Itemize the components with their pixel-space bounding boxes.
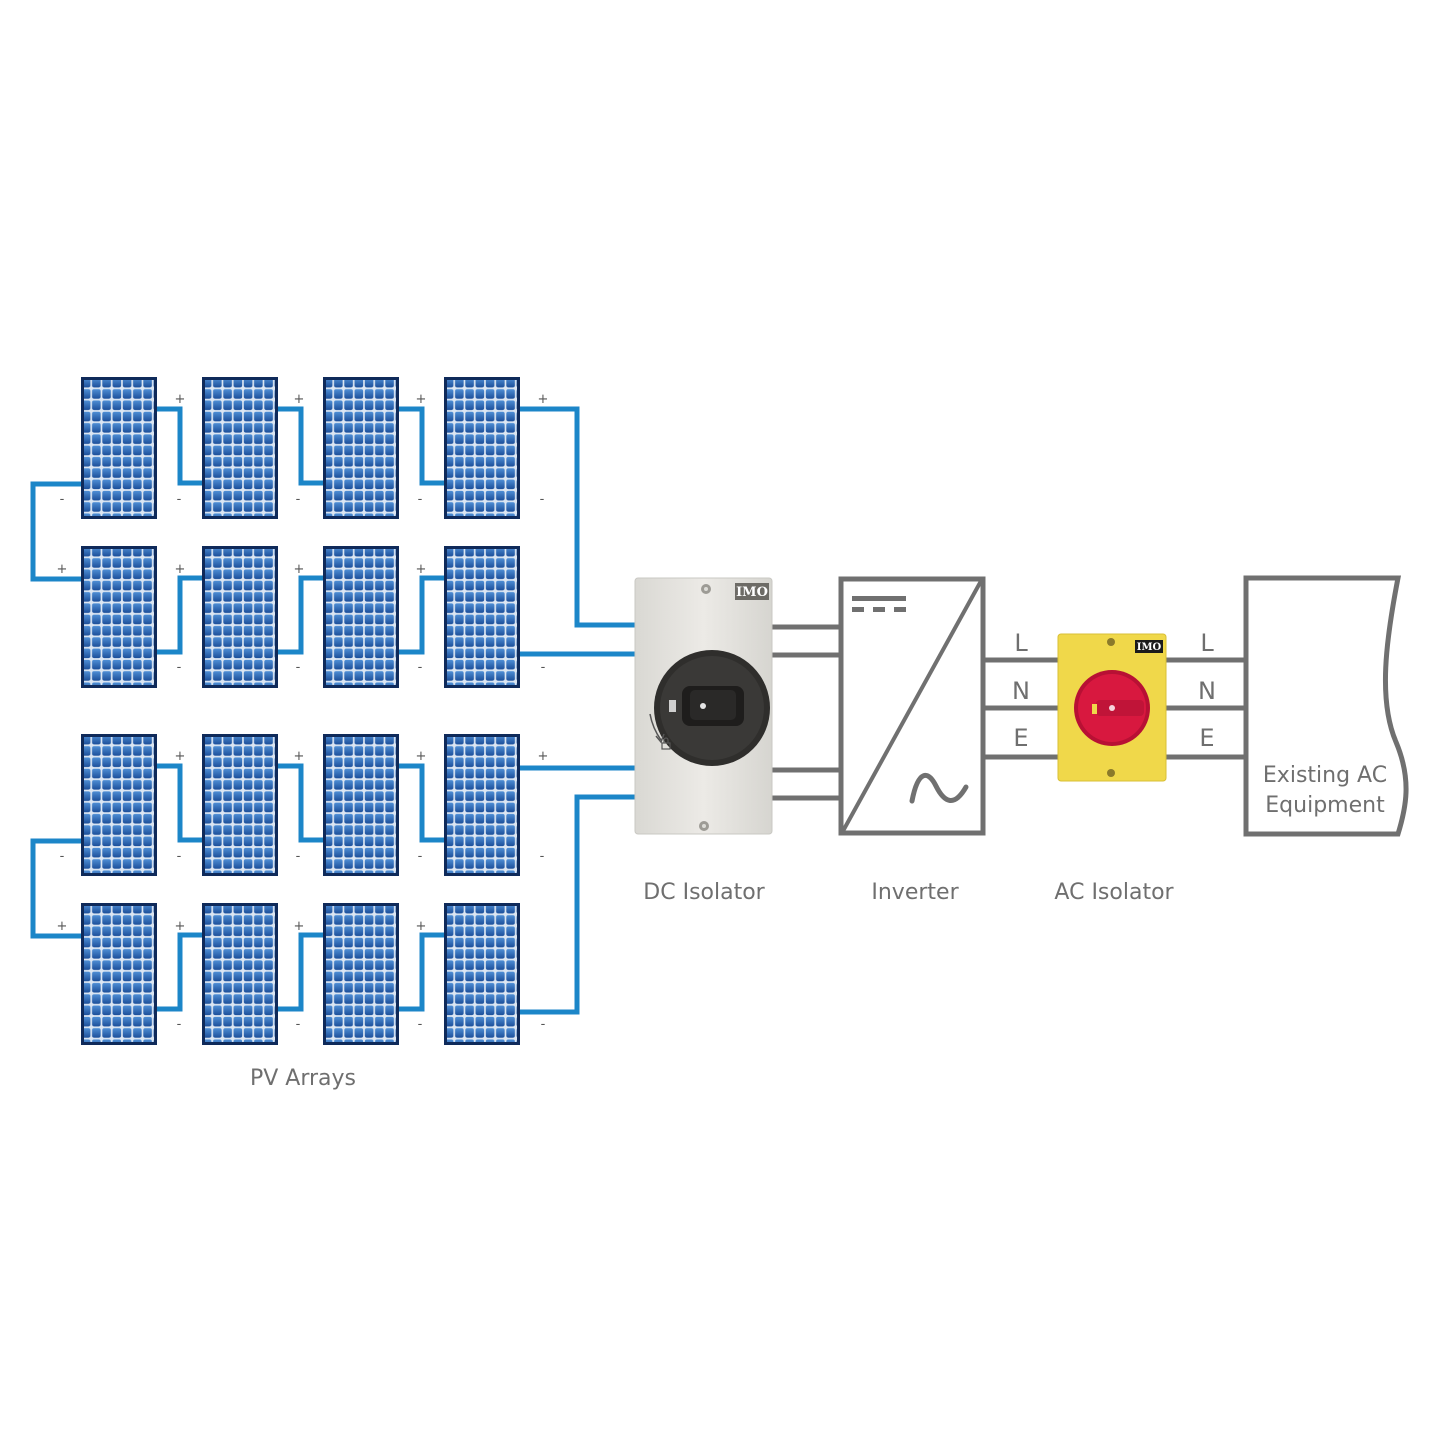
phase-label-e: E [1199,724,1214,752]
ac-wiring [772,624,1246,801]
dc-wire [399,932,444,1012]
polarity-minus: - [296,849,301,864]
dc-symbol-icon [852,596,906,612]
dc-wire [399,763,444,843]
polarity-plus: + [57,919,68,934]
polarity-minus: - [418,660,423,675]
dc-isolator-label: DC Isolator [643,880,765,905]
polarity-minus: - [541,1017,546,1032]
solar-panel [444,546,520,688]
polarity-minus: - [418,849,423,864]
dc-wire [30,481,81,582]
solar-panel [323,903,399,1045]
lock-icon [661,737,671,750]
ac-brand-plate [1135,640,1163,653]
phase-label-n: N [1012,677,1030,705]
polarity-minus: - [296,492,301,507]
dc-wire [157,763,202,843]
solar-panel [81,734,157,876]
rotation-arrow-icon [649,713,662,741]
solar-panel [323,734,399,876]
polarity-plus: + [538,749,549,764]
polarity-plus: + [416,749,427,764]
polarity-minus: - [541,660,546,675]
solar-panel [323,546,399,688]
dc-wire [157,575,202,655]
existing-ac-label-line1: Existing AC [1263,763,1387,788]
dc-isolator: IMO [634,577,773,835]
dc-wire [278,763,323,843]
polarity-plus: + [175,919,186,934]
inverter-label: Inverter [871,880,959,905]
polarity-plus: + [416,919,427,934]
pv-arrays-label: PV Arrays [250,1066,356,1091]
polarity-minus: - [418,1017,423,1032]
polarity-minus: - [296,1017,301,1032]
dc-wire [520,406,636,628]
dc-wire [278,406,323,486]
polarity-plus: + [294,392,305,407]
polarity-minus: - [177,1017,182,1032]
polarity-plus: + [294,562,305,577]
polarity-plus: + [175,749,186,764]
solar-panel [444,377,520,519]
polarity-plus: + [294,749,305,764]
phase-labels-right: L N E [1198,629,1216,752]
dc-brand-label: IMO [736,585,768,600]
solar-panel [81,903,157,1045]
polarity-minus: - [418,492,423,507]
dc-wiring [30,406,636,1015]
dc-wire [278,575,323,655]
ac-isolator-label: AC Isolator [1054,880,1174,905]
polarity-plus: + [416,562,427,577]
polarity-minus: - [177,849,182,864]
dc-wire [278,932,323,1012]
polarity-plus: + [175,392,186,407]
dc-brand-plate [735,583,769,600]
polarity-minus: - [540,492,545,507]
polarity-plus: + [294,919,305,934]
ac-rotary-knob[interactable] [1074,670,1150,746]
dc-wire [157,406,202,486]
solar-panel [444,903,520,1045]
polarity-plus: + [416,392,427,407]
ac-brand-label: IMO [1137,642,1162,653]
polarity-minus: - [296,660,301,675]
solar-panel [444,734,520,876]
inverter-symbol [838,576,986,836]
phase-labels-left: L N E [1012,629,1030,752]
polarity-minus: - [540,849,545,864]
existing-ac-label-line2: Equipment [1265,793,1385,818]
dc-wire [399,575,444,655]
dc-rotary-knob[interactable] [654,650,770,766]
dc-wire [157,932,202,1012]
polarity-minus: - [60,492,65,507]
solar-panel [202,903,278,1045]
solar-panel [202,546,278,688]
dc-wire [399,406,444,486]
ac-wave-icon [909,773,969,804]
phase-label-e: E [1013,724,1028,752]
solar-panel [323,377,399,519]
phase-label-l: L [1014,629,1028,657]
existing-ac-equipment [1243,575,1409,837]
polarity-minus: - [177,492,182,507]
polarity-plus: + [175,562,186,577]
solar-panel [81,377,157,519]
polarity-minus: - [60,849,65,864]
solar-panel [202,377,278,519]
polarity-minus: - [177,660,182,675]
phase-label-l: L [1200,629,1214,657]
polarity-plus: + [538,392,549,407]
phase-label-n: N [1198,677,1216,705]
polarity-plus: + [57,562,68,577]
polarity-marks: + - + - + - + - - + - + - + - - + + - + - + - + - - + - + - + - - + [57,392,549,1032]
dc-wire [520,794,636,1015]
dc-wire [30,838,81,939]
solar-panel [202,734,278,876]
ac-isolator: IMO [1057,633,1167,782]
solar-panel [81,546,157,688]
